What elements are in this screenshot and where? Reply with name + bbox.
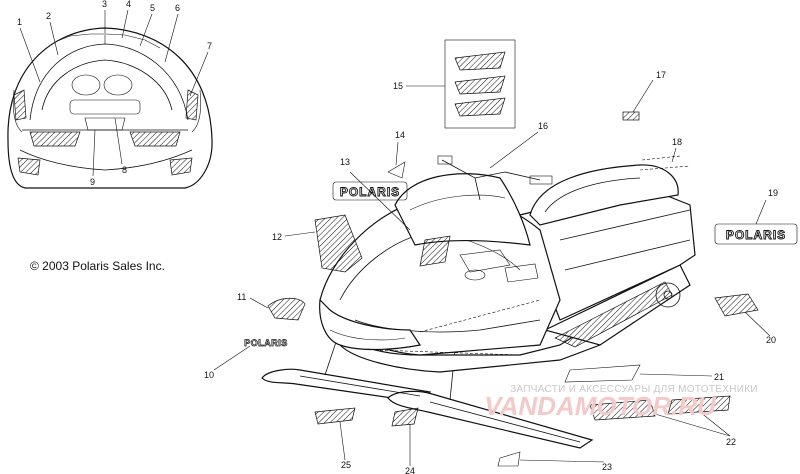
polaris-decals: POLARIS POLARIS POLARIS [244, 181, 798, 348]
callout-1: 1 [17, 17, 22, 27]
callout-5: 5 [150, 3, 155, 13]
decal-20 [714, 293, 759, 317]
decal-22b [667, 395, 731, 415]
snowmobile-body [261, 155, 696, 449]
callout-18: 18 [672, 137, 682, 147]
callout-9: 9 [90, 177, 95, 187]
callout-24: 24 [405, 466, 415, 474]
decal-14 [387, 161, 406, 179]
decal-22a [589, 399, 656, 421]
copyright-text: © 2003 Polaris Sales Inc. [30, 259, 165, 273]
callout-22: 22 [726, 437, 736, 447]
callout-6: 6 [175, 3, 180, 13]
callout-23: 23 [602, 462, 612, 472]
polaris-decal-19: POLARIS [726, 228, 786, 242]
decal-21 [564, 364, 641, 383]
callout-numbers: 1 2 3 4 5 6 7 8 9 10 11 12 13 14 15 16 1… [17, 0, 778, 474]
hood-inset [7, 27, 213, 189]
callout-7: 7 [207, 41, 212, 51]
callout-12: 12 [272, 232, 282, 242]
watermark: VANDAMOTOR.RU ЗАПЧАСТИ И АКСЕССУАРЫ ДЛЯ … [484, 384, 758, 421]
callout-4: 4 [126, 0, 131, 9]
polaris-decal-10: POLARIS [244, 338, 288, 348]
callout-25: 25 [341, 460, 351, 470]
callout-8: 8 [122, 165, 127, 175]
callout-2: 2 [46, 11, 51, 21]
main-leaders [213, 79, 771, 466]
callout-19: 19 [768, 188, 778, 198]
polaris-decal-13: POLARIS [340, 185, 400, 199]
callout-11: 11 [237, 292, 246, 302]
callout-20: 20 [766, 335, 776, 345]
inset-leaders [19, 9, 209, 177]
decal-11 [267, 297, 306, 321]
watermark-logo: VANDAMOTOR.RU [484, 391, 717, 421]
watermark-caption: ЗАПЧАСТИ И АКСЕССУАРЫ ДЛЯ МОТОТЕХНИКИ [510, 384, 758, 395]
callout-13: 13 [340, 157, 350, 167]
callout-17: 17 [656, 70, 666, 80]
decal-23 [497, 451, 521, 467]
callout-3: 3 [102, 0, 107, 9]
callout-21: 21 [714, 372, 724, 382]
decal-25 [314, 407, 356, 425]
callout-16: 16 [538, 121, 548, 131]
callout-14: 14 [395, 130, 405, 140]
callout-10: 10 [204, 370, 214, 380]
decal-17 [622, 111, 640, 121]
callout-15: 15 [393, 81, 403, 91]
decal-24 [391, 407, 419, 427]
decals [267, 39, 759, 467]
decal-set-15 [444, 39, 516, 129]
decal-12 [314, 214, 363, 273]
